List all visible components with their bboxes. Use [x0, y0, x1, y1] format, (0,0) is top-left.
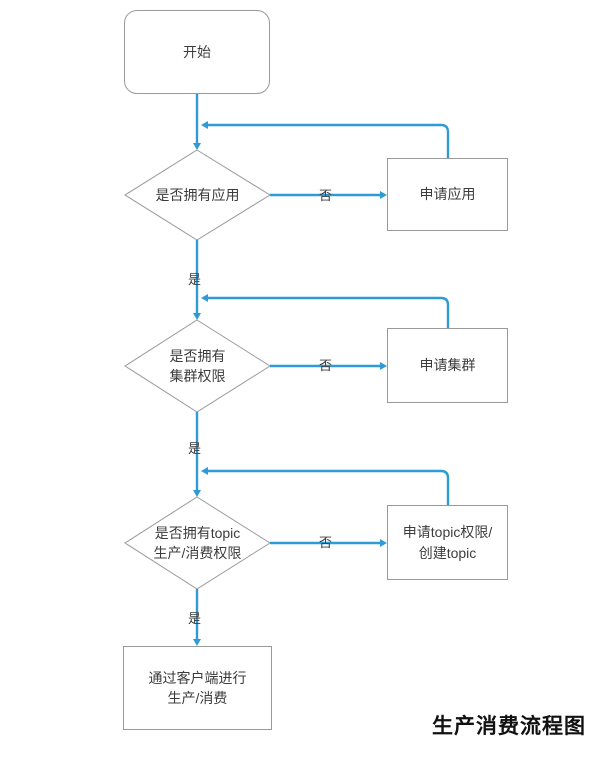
node-apply-cluster-label: 申请集群: [419, 357, 476, 374]
edge-apply-app-loopback: [201, 121, 450, 158]
edge-label-yes-topic: 是: [188, 611, 202, 626]
edge-label-no-cluster: 否: [319, 358, 333, 373]
node-decision-cluster[interactable]: 是否拥有 集群权限: [125, 320, 270, 412]
node-use-client-label: 通过客户端进行 生产/消费: [148, 669, 247, 706]
node-apply-topic[interactable]: 申请topic权限/ 创建topic: [387, 505, 508, 580]
node-decision-topic-label: 是否拥有topic 生产/消费权限: [153, 524, 242, 561]
edge-apply-cluster-loopback: [201, 294, 450, 328]
node-start-label: 开始: [183, 43, 211, 60]
edge-label-no-app: 否: [319, 188, 333, 203]
node-use-client[interactable]: 通过客户端进行 生产/消费: [123, 646, 272, 730]
diagram-title: 生产消费流程图: [432, 715, 586, 738]
edge-apply-topic-loopback: [201, 467, 450, 505]
node-decision-app[interactable]: 是否拥有应用: [125, 150, 270, 240]
node-apply-cluster[interactable]: 申请集群: [387, 328, 508, 403]
node-apply-app-label: 申请应用: [419, 186, 476, 203]
node-start[interactable]: 开始: [124, 10, 270, 94]
node-decision-cluster-label: 是否拥有 集群权限: [169, 347, 226, 384]
edge-label-yes-app: 是: [188, 272, 202, 287]
node-decision-app-label: 是否拥有应用: [155, 186, 240, 203]
edge-label-no-topic: 否: [319, 535, 333, 550]
node-apply-topic-label: 申请topic权限/ 创建topic: [402, 524, 493, 561]
node-decision-topic[interactable]: 是否拥有topic 生产/消费权限: [123, 497, 272, 589]
node-apply-app[interactable]: 申请应用: [387, 158, 508, 231]
edge-label-yes-cluster: 是: [188, 441, 202, 456]
